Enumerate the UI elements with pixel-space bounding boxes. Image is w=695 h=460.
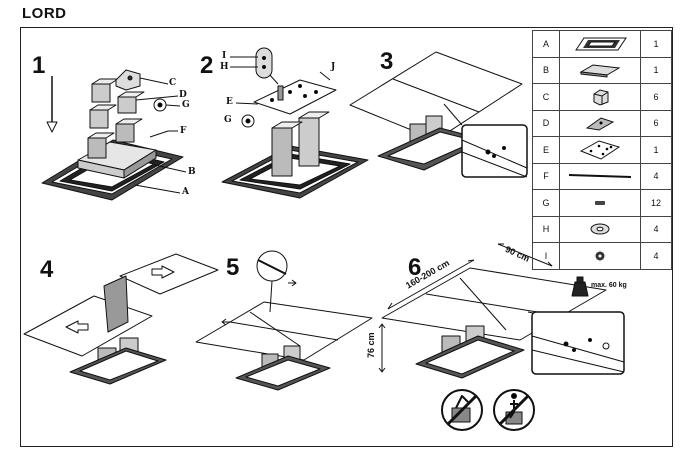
screw-icon	[559, 189, 641, 217]
part-quantity: 4	[640, 162, 672, 190]
part-quantity: 6	[640, 109, 672, 137]
no-climbing-icon	[441, 389, 483, 431]
part-label: I	[222, 51, 227, 61]
max-load-label: max. 60 kg	[591, 282, 627, 289]
step-number: 6	[408, 254, 422, 281]
block-icon	[559, 83, 641, 111]
step-number: 1	[32, 52, 46, 79]
step3-illustration	[349, 51, 528, 178]
part-label: J	[331, 62, 336, 72]
part-quantity: 1	[640, 56, 672, 84]
plate-icon	[559, 56, 641, 84]
part-code: D	[532, 109, 560, 137]
part-quantity: 6	[640, 83, 672, 111]
wedge-icon	[559, 109, 641, 137]
rod-icon	[559, 162, 641, 190]
part-code: I	[532, 242, 560, 270]
height-dimension: 76 cm	[366, 332, 376, 358]
part-label: C	[169, 78, 177, 88]
washer-icon	[559, 215, 641, 243]
step6-illustration	[378, 243, 625, 379]
instruction-frame	[20, 27, 673, 447]
parts-row: G 12	[532, 189, 672, 217]
part-quantity: 1	[640, 30, 672, 58]
part-label: G	[182, 100, 190, 110]
part-label: D	[179, 90, 187, 100]
nut-icon	[559, 242, 641, 270]
part-label: G	[224, 115, 232, 125]
no-standing-icon	[493, 389, 535, 431]
step4-illustration	[23, 253, 219, 385]
part-code: C	[532, 83, 560, 111]
step-number: 3	[380, 48, 394, 75]
part-code: B	[532, 56, 560, 84]
part-label: H	[220, 62, 229, 72]
part-code: A	[532, 30, 560, 58]
part-label: E	[226, 97, 233, 107]
part-label: A	[182, 187, 189, 197]
step-number: 4	[40, 256, 54, 283]
part-quantity: 12	[640, 189, 672, 217]
step2-illustration	[221, 47, 369, 199]
part-quantity: 1	[640, 136, 672, 164]
part-code: E	[532, 136, 560, 164]
part-code: G	[532, 189, 560, 217]
step-number: 5	[226, 254, 240, 281]
step1-illustration	[41, 69, 187, 201]
part-label: F	[180, 126, 187, 136]
mount-plate-icon	[559, 136, 641, 164]
part-quantity: 4	[640, 242, 672, 270]
frame-panel-icon	[559, 30, 641, 58]
part-code: H	[532, 215, 560, 243]
part-quantity: 4	[640, 215, 672, 243]
step5-illustration	[195, 250, 373, 391]
step-number: 2	[200, 52, 214, 79]
document-title: LORD	[22, 5, 67, 22]
part-code: F	[532, 162, 560, 190]
part-label: B	[188, 167, 196, 177]
